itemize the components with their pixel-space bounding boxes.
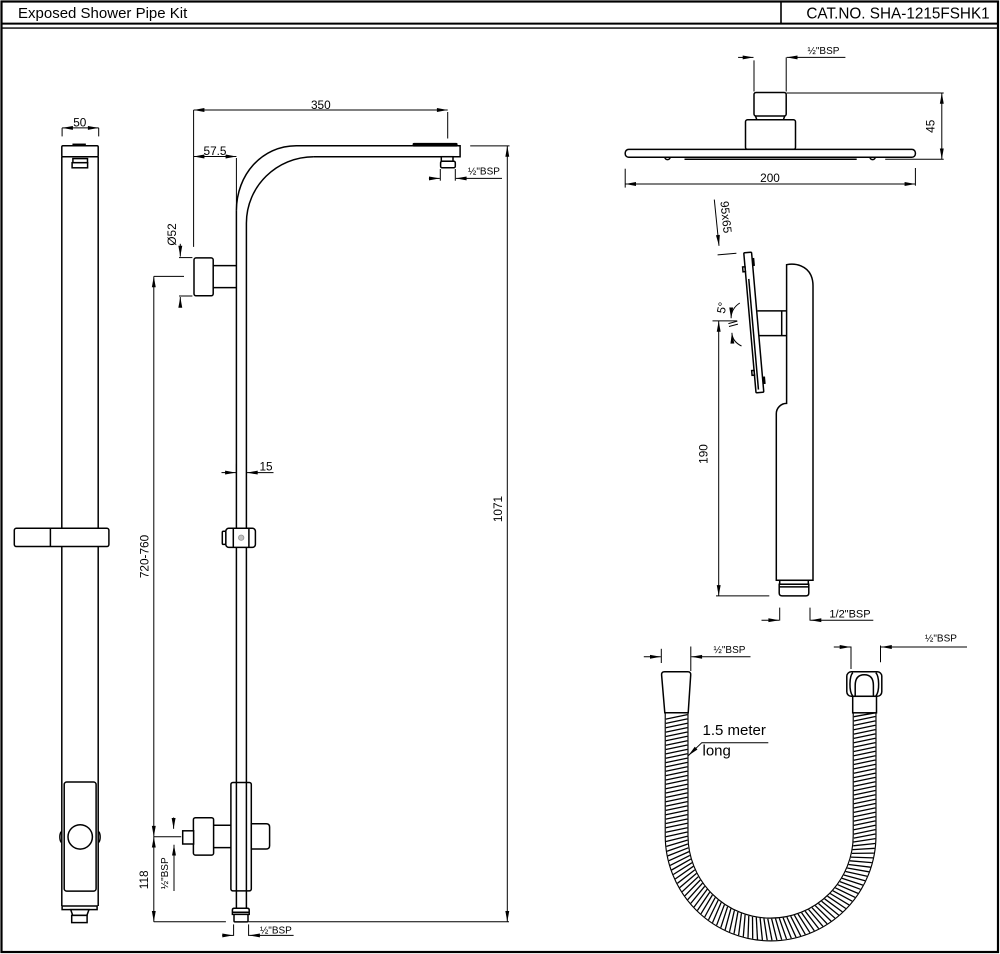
svg-text:15: 15: [259, 460, 273, 474]
svg-text:57.5: 57.5: [204, 144, 227, 158]
svg-text:CAT.NO. SHA-1215FSHK1: CAT.NO. SHA-1215FSHK1: [806, 6, 989, 23]
svg-text:350: 350: [311, 98, 331, 112]
svg-text:½"BSP: ½"BSP: [925, 634, 957, 645]
svg-text:200: 200: [760, 171, 780, 185]
svg-text:1.5 meter: 1.5 meter: [703, 722, 766, 739]
svg-text:½"BSP: ½"BSP: [808, 46, 840, 57]
svg-text:190: 190: [697, 444, 711, 464]
svg-text:95x65: 95x65: [717, 200, 734, 234]
svg-text:Exposed Shower Pipe Kit: Exposed Shower Pipe Kit: [18, 5, 188, 22]
svg-text:½"BSP: ½"BSP: [260, 925, 292, 936]
svg-text:long: long: [703, 743, 731, 760]
svg-text:Ø52: Ø52: [165, 223, 179, 245]
svg-text:720-760: 720-760: [137, 534, 151, 578]
svg-text:½"BSP: ½"BSP: [714, 645, 746, 656]
svg-text:5°: 5°: [714, 301, 730, 315]
svg-text:50: 50: [73, 116, 87, 130]
svg-text:½"BSP: ½"BSP: [160, 857, 171, 889]
svg-text:½"BSP: ½"BSP: [468, 167, 500, 178]
svg-text:1/2"BSP: 1/2"BSP: [829, 608, 870, 620]
svg-text:1071: 1071: [491, 496, 505, 522]
svg-text:118: 118: [137, 870, 151, 889]
svg-text:45: 45: [923, 119, 937, 133]
